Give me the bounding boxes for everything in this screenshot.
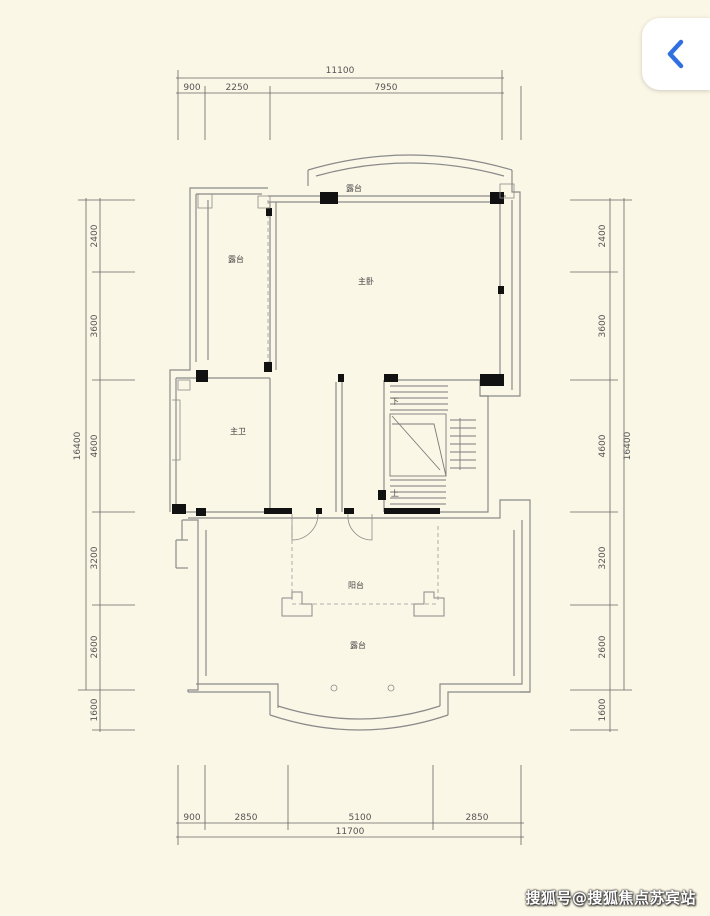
room-label-balcony: 阳台	[348, 580, 364, 590]
room-label-top-terrace: 露台	[346, 183, 362, 193]
left-total-dim: 16400	[73, 431, 83, 460]
watermark: 搜狐号@搜狐焦点苏宾站	[525, 889, 696, 907]
stair-down-label: 下	[391, 397, 399, 406]
bottom-dim-4: 2850	[466, 813, 489, 823]
left-dim-6: 1600	[90, 698, 100, 721]
balcony-outline	[267, 200, 439, 605]
bottom-dim-3: 5100	[349, 813, 372, 823]
left-dim-3: 4600	[90, 434, 100, 457]
room-label-left-terrace: 露台	[228, 254, 244, 264]
fixtures	[177, 183, 515, 692]
right-dim-4: 3200	[598, 546, 608, 569]
right-dim-1: 2400	[598, 224, 608, 247]
left-dim-5: 2600	[90, 635, 100, 658]
structural-columns	[172, 192, 504, 516]
balcony-columns	[281, 591, 445, 617]
left-dim-2: 3600	[90, 314, 100, 337]
top-dim-2: 2250	[226, 83, 249, 93]
top-dim-3: 7950	[375, 83, 398, 93]
bottom-dim-2: 2850	[235, 813, 258, 823]
top-dim-1: 900	[183, 83, 200, 93]
door-swings	[172, 399, 373, 541]
top-total-dim: 11100	[326, 66, 355, 76]
right-dim-3: 4600	[598, 434, 608, 457]
stair-up-label: 上	[391, 489, 399, 498]
top-dimension-lines	[176, 70, 522, 140]
left-dimension-lines	[78, 198, 135, 732]
chevron-left-icon	[667, 39, 684, 69]
left-dim-4: 3200	[90, 546, 100, 569]
right-dim-2: 3600	[598, 314, 608, 337]
bottom-dim-1: 900	[183, 813, 200, 823]
left-dim-1: 2400	[90, 224, 100, 247]
right-dim-6: 1600	[598, 698, 608, 721]
stair-detail	[389, 385, 476, 505]
bottom-dimension-lines	[176, 765, 524, 845]
bottom-total-dim: 11700	[336, 827, 365, 837]
outer-walls	[169, 154, 531, 731]
room-label-master-bath: 主卫	[230, 426, 246, 436]
room-label-front-terrace: 露台	[350, 640, 366, 650]
back-button[interactable]	[642, 18, 710, 90]
right-total-dim: 16400	[623, 431, 633, 460]
room-label-master-bedroom: 主卧	[358, 276, 374, 286]
right-dim-5: 2600	[598, 635, 608, 658]
right-dimension-lines	[570, 198, 632, 732]
